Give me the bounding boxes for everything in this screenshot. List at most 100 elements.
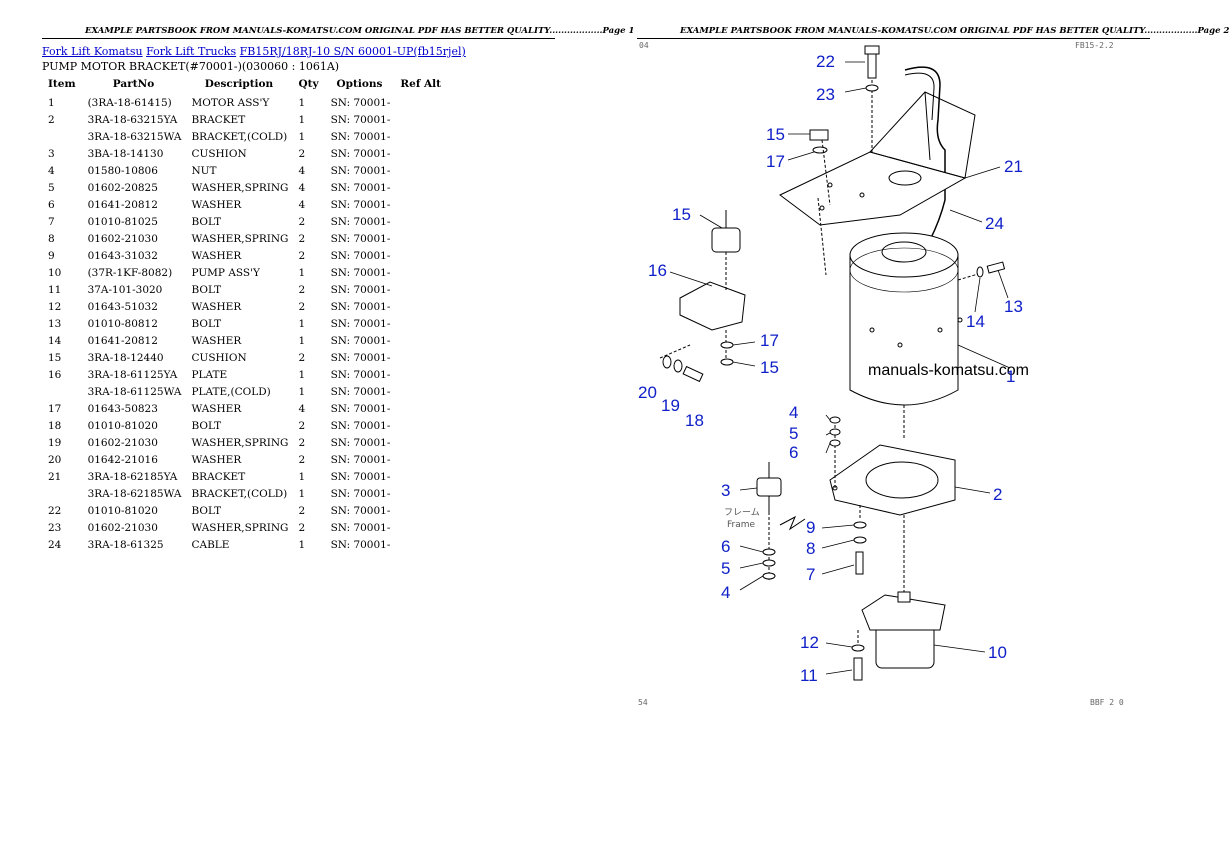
cell-partno: 01010-80812 (87, 317, 158, 330)
bolt-22-drawing (864, 45, 880, 160)
callout-15c: 15 (760, 358, 779, 377)
cell-item: 11 (48, 283, 62, 296)
cell-partno: 01642-21016 (87, 453, 158, 466)
callout-15a: 15 (766, 125, 785, 144)
pump-10-drawing (851, 591, 946, 681)
callout-6a: 6 (789, 443, 798, 462)
table-header-row: Item PartNo Description Qty Options Ref … (42, 75, 447, 94)
cell-description: BRACKET,(COLD) (191, 487, 288, 500)
cell-options: SN: 70001- (330, 453, 391, 466)
cell-item: 3 (48, 147, 55, 160)
cell-qty: 1 (298, 317, 306, 330)
cell-item: 6 (48, 198, 55, 211)
cell-options: SN: 70001- (330, 96, 391, 109)
frame-label-en: Frame (727, 520, 756, 530)
cell-options: SN: 70001- (330, 402, 391, 415)
cell-options: SN: 70001- (330, 504, 391, 517)
cell-description: WASHER,SPRING (191, 436, 289, 449)
cell-description: BOLT (191, 215, 222, 228)
cell-partno: 3RA-18-61325 (87, 538, 164, 551)
cell-partno: 3RA-18-12440 (87, 351, 164, 364)
breadcrumb-link-brand[interactable]: Fork Lift Komatsu (42, 45, 143, 58)
cell-qty: 4 (298, 198, 306, 211)
cell-description: BRACKET (191, 470, 246, 483)
callout-17b: 17 (760, 331, 779, 350)
cell-options: SN: 70001- (330, 538, 391, 551)
cell-qty: 4 (298, 402, 306, 415)
cell-options: SN: 70001- (330, 232, 391, 245)
cell-item: 20 (48, 453, 62, 466)
cell-qty: 2 (298, 453, 306, 466)
cell-item: 18 (48, 419, 62, 432)
breadcrumb-link-model[interactable]: FB15RJ/18RJ-10 S/N 60001-UP(fb15rjel) (239, 45, 466, 58)
cell-partno: (37R-1KF-8082) (87, 266, 173, 279)
callout-19: 19 (661, 396, 680, 415)
callout-8: 8 (806, 539, 815, 558)
cell-partno: 01580-10806 (87, 164, 158, 177)
cell-partno: 01643-31032 (87, 249, 158, 262)
cell-description: BRACKET (191, 113, 246, 126)
cell-options: SN: 70001- (330, 368, 391, 381)
callout-18: 18 (685, 411, 704, 430)
breadcrumb-link-category[interactable]: Fork Lift Trucks (146, 45, 237, 58)
page2-bottom-right-mark: BBF 2 0 (1090, 698, 1124, 707)
callout-11: 11 (800, 666, 818, 685)
cell-partno: 01643-51032 (87, 300, 158, 313)
cell-partno: 3RA-18-62185WA (87, 487, 182, 500)
cell-options: SN: 70001- (330, 266, 391, 279)
callout-3: 3 (721, 481, 730, 500)
cell-description: CUSHION (191, 351, 247, 364)
cell-description: WASHER (191, 249, 242, 262)
callout-4a: 4 (789, 403, 798, 422)
callout-22: 22 (816, 52, 835, 71)
bracket-2-drawing (829, 416, 956, 595)
cell-item: 4 (48, 164, 55, 177)
cell-partno: 01641-20812 (87, 334, 158, 347)
cell-qty: 1 (298, 130, 306, 143)
bolt-13-drawing (957, 261, 1006, 281)
cell-qty: 1 (298, 487, 306, 500)
cell-description: WASHER (191, 334, 242, 347)
cell-options: SN: 70001- (330, 249, 391, 262)
cell-item: 9 (48, 249, 55, 262)
callout-5a: 5 (789, 424, 798, 443)
cell-options: SN: 70001- (330, 521, 391, 534)
callout-9: 9 (806, 518, 815, 537)
page2-header-rule (637, 38, 1150, 39)
cell-description: WASHER,SPRING (191, 181, 289, 194)
cell-partno: 01602-21030 (87, 436, 158, 449)
page1-header-rule (42, 38, 555, 39)
cell-item: 17 (48, 402, 62, 415)
col-header-qty: Qty (298, 78, 319, 90)
cell-options: SN: 70001- (330, 164, 391, 177)
cell-description: WASHER (191, 300, 242, 313)
cell-item: 21 (48, 470, 62, 483)
cell-description: PLATE (191, 368, 228, 381)
callout-13: 13 (1004, 297, 1023, 316)
cell-item: 23 (48, 521, 62, 534)
cell-item: 15 (48, 351, 62, 364)
page2-bottom-left-mark: 54 (638, 698, 648, 707)
cell-partno: 01602-21030 (87, 521, 158, 534)
cell-description: CUSHION (191, 147, 247, 160)
col-header-options: Options (336, 78, 383, 90)
cell-partno: 01010-81025 (87, 215, 158, 228)
cell-partno: 3RA-18-63215YA (87, 113, 178, 126)
cell-options: SN: 70001- (330, 147, 391, 160)
cell-qty: 2 (298, 419, 306, 432)
callout-1: 1 (1006, 367, 1015, 386)
col-header-partno: PartNo (112, 78, 155, 90)
